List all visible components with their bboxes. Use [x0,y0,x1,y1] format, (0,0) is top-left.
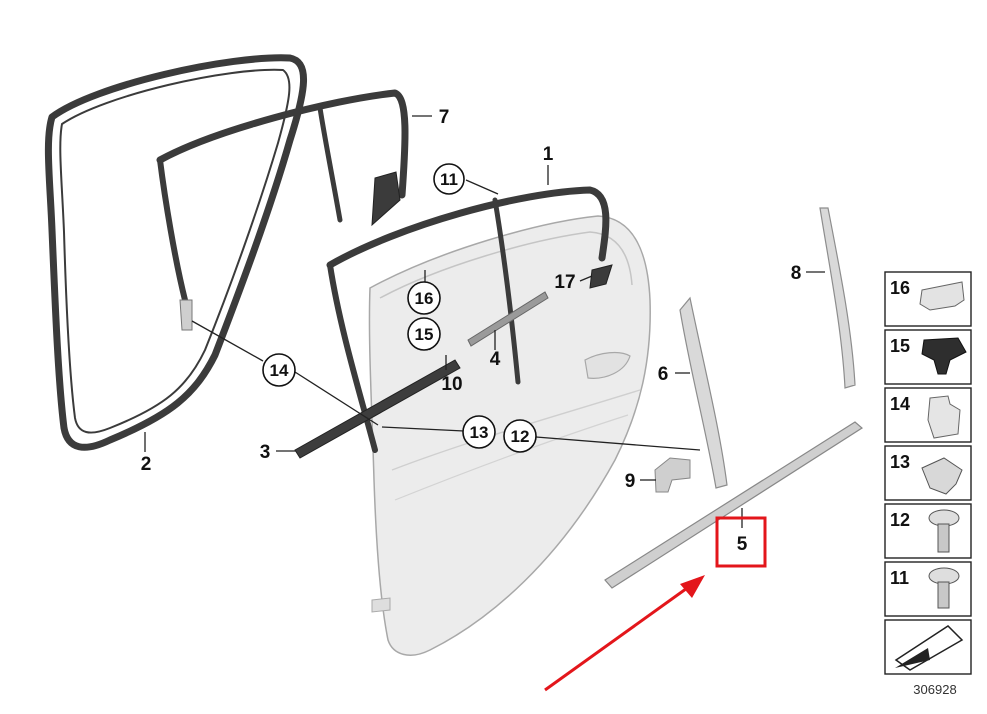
highlight-arrow-icon [544,575,705,692]
pillar-trim-part-6 [679,296,728,489]
svg-text:13: 13 [890,452,910,472]
callout-6: 6 [658,364,669,385]
svg-text:11: 11 [890,568,909,588]
svg-text:15: 15 [890,336,910,356]
clip-icon [919,281,965,311]
nut-clip-icon [927,395,961,439]
callout-1: 1 [543,144,554,165]
outer-door-seal-part-2 [44,54,308,451]
callout-15: 15 [407,317,441,351]
legend-cell-11 [884,561,972,617]
svg-text:11: 11 [440,170,458,189]
callout-13: 13 [462,415,496,449]
callout-10: 10 [441,374,462,395]
callout-9: 9 [625,471,636,492]
svg-text:14: 14 [270,361,289,380]
svg-text:12: 12 [890,510,910,530]
reference-number: 306928 [913,682,956,697]
outer-strip-part-3 [294,359,461,459]
callout-5: 5 [737,534,748,555]
window-channel-part-7 [156,89,409,331]
callout-17: 17 [554,272,575,293]
callout-7: 7 [439,107,450,128]
svg-text:16: 16 [890,278,910,298]
screw-icon [928,509,960,553]
clip-nut-icon [921,457,963,495]
callout-4: 4 [490,349,501,370]
svg-text:12: 12 [511,427,530,446]
svg-text:15: 15 [415,325,434,344]
door-frame-seal-part-1 [326,186,610,453]
legend-cell-12 [884,503,972,559]
fastener-legend: 16 15 14 13 12 11 [884,271,972,675]
callout-12: 12 [503,419,537,453]
lower-molding-part-5 [604,421,864,589]
svg-text:14: 14 [890,394,910,414]
bracket-part-9 [654,457,691,493]
direction-arrow-icon [894,625,964,671]
callout-14: 14 [262,353,296,387]
callout-16: 16 [407,281,441,315]
corner-trim-part-17 [589,264,613,289]
callout-3: 3 [260,442,271,463]
leader-lines [144,115,825,528]
callout-11: 11 [433,163,465,195]
callout-8: 8 [791,263,802,284]
plug-icon [921,337,967,375]
flange-screw-icon [928,567,960,609]
inner-strip-part-4 [467,291,549,347]
highlight-box [715,516,767,568]
callout-2: 2 [141,454,152,475]
window-guide-rail-part-8 [819,207,856,389]
svg-text:16: 16 [415,289,434,308]
svg-text:13: 13 [470,423,489,442]
